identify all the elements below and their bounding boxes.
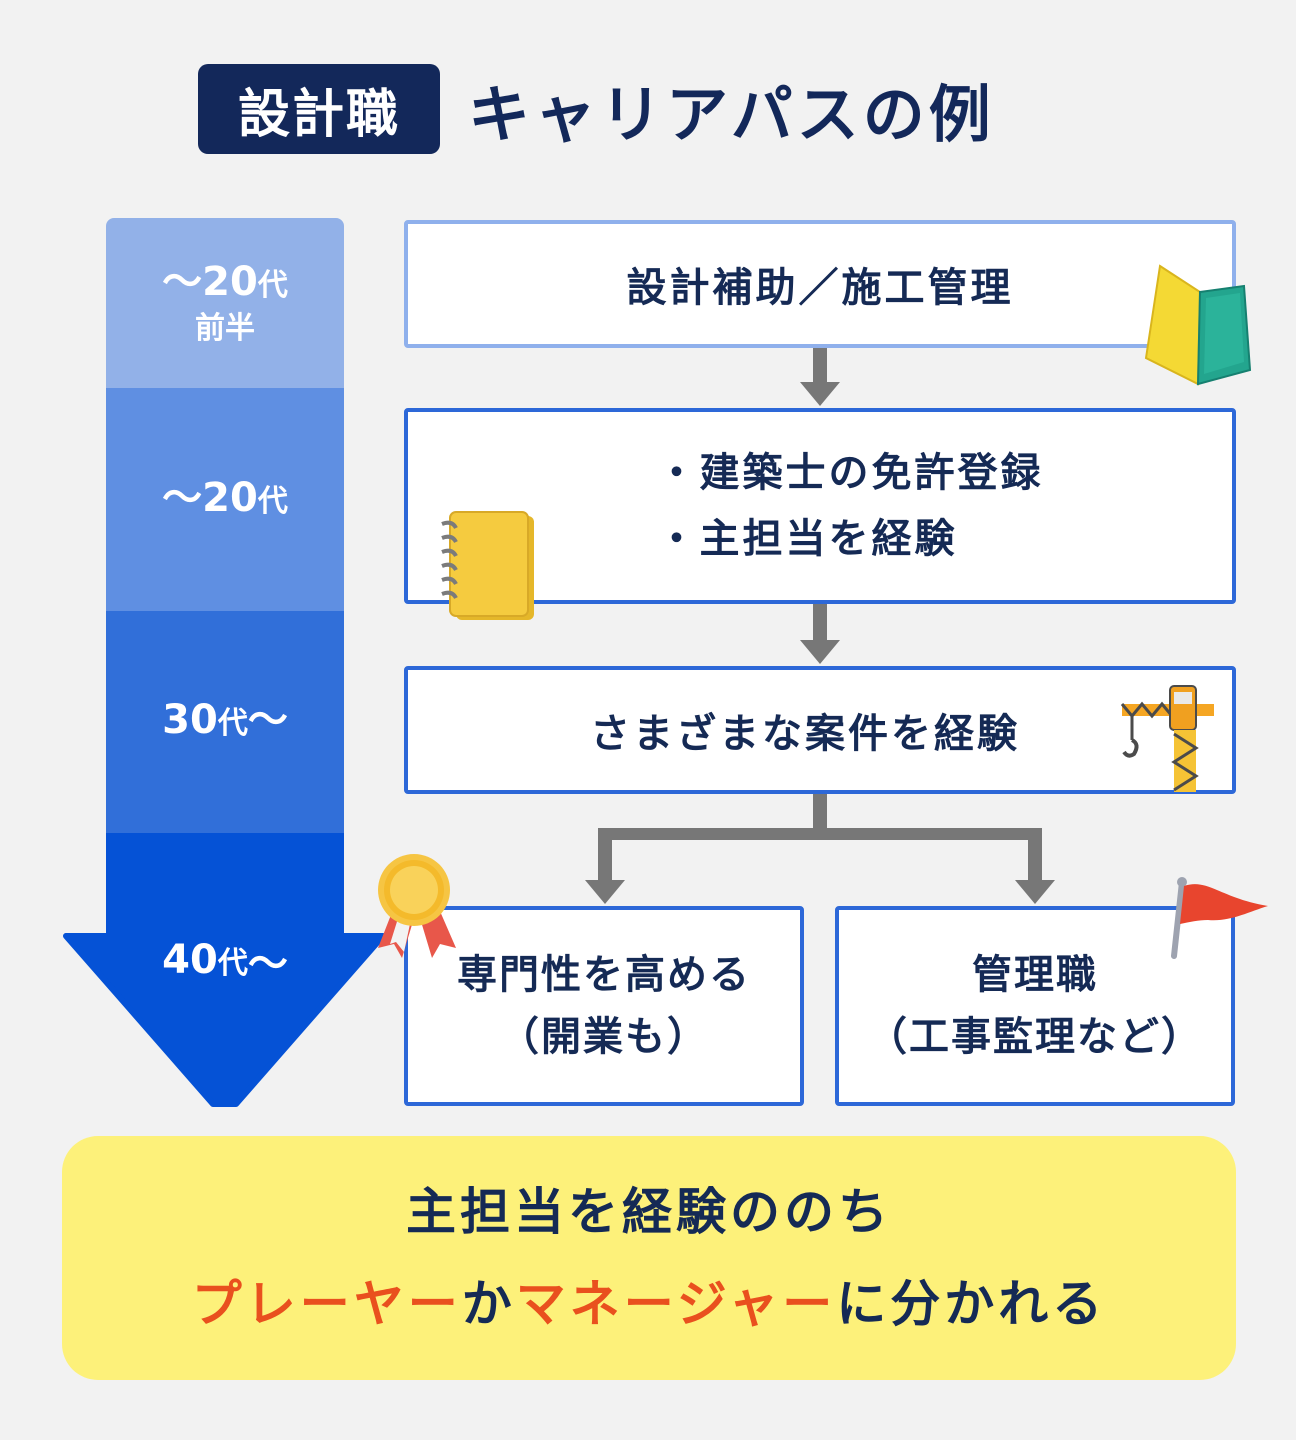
crane-icon [1120, 685, 1214, 792]
branch-manager-line1: 管理職 [972, 952, 1098, 998]
summary-ending: に分かれる [836, 1275, 1107, 1333]
step-license-box: 建築士の免許登録 主担当を経験 [404, 408, 1236, 604]
stage-2-age: ～20代 [162, 474, 288, 521]
stage-1-age: ～20代 [162, 259, 288, 305]
step-projects-label: さまざまな案件を経験 [590, 711, 1020, 757]
branch-manager-box: 管理職 （工事監理など） [835, 906, 1235, 1106]
manager-highlight: マネージャー [515, 1275, 837, 1333]
title-badge: 設計職 [198, 64, 440, 154]
player-highlight: プレーヤー [191, 1275, 462, 1333]
summary-note: 主担当を経験ののち プレーヤーかマネージャーに分かれる [62, 1136, 1236, 1380]
stage-1-sub: 前半 [195, 311, 255, 346]
step-assistant-label: 設計補助／施工管理 [626, 265, 1014, 311]
list-item: 主担当を経験 [657, 506, 1044, 572]
step-projects-box: さまざまな案件を経験 [404, 666, 1236, 794]
timeline-stage-2: ～20代 [106, 388, 344, 611]
timeline-stage-4 [106, 833, 344, 938]
flag-icon [1171, 877, 1268, 959]
step-assistant-box: 設計補助／施工管理 [404, 220, 1236, 348]
list-item: 建築士の免許登録 [657, 440, 1044, 506]
branch-specialist-box: 専門性を高める （開業も） [404, 906, 804, 1106]
summary-connector: か [461, 1275, 516, 1333]
book-icon [1144, 264, 1252, 386]
notebook-icon [441, 511, 534, 620]
timeline-stage-3: 30代～ [106, 611, 344, 833]
step-license-list: 建築士の免許登録 主担当を経験 [597, 440, 1044, 572]
page-title: キャリアパスの例 [468, 78, 995, 151]
summary-line-2: プレーヤーかマネージャーに分かれる [192, 1258, 1107, 1350]
medal-icon [378, 854, 456, 958]
summary-line-1: 主担当を経験ののち [406, 1183, 892, 1241]
branch-specialist-line1: 専門性を高める [457, 952, 751, 998]
branch-specialist-line2: （開業も） [499, 1014, 709, 1060]
timeline-stage-1: ～20代 前半 [106, 218, 344, 388]
branch-manager-line2: （工事監理など） [867, 1014, 1203, 1060]
stage-3-age: 30代～ [162, 697, 288, 743]
